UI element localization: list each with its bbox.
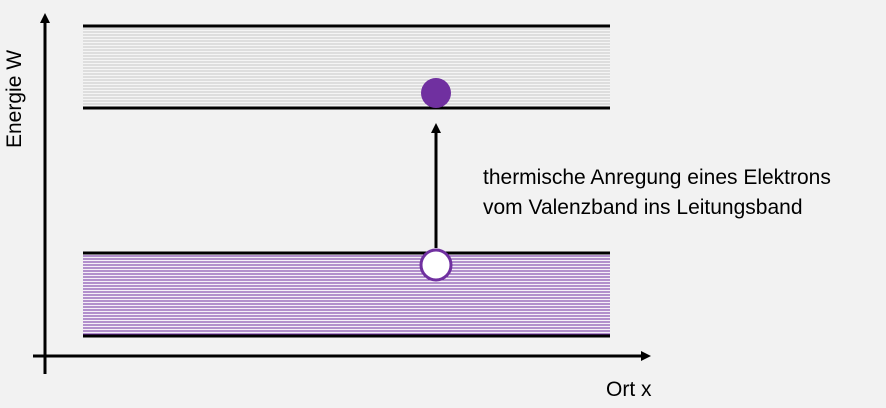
annotation-line-1: thermische Anregung eines Elektrons — [483, 166, 831, 189]
transition-annotation: thermische Anregung eines Elektrons vom … — [483, 163, 831, 223]
y-axis-label: Energie W — [3, 49, 26, 148]
hole-icon — [419, 248, 453, 282]
conduction-band — [83, 24, 610, 110]
electron-icon — [421, 78, 451, 108]
conduction-band-fill — [83, 26, 610, 108]
annotation-line-2: vom Valenzband ins Leitungsband — [483, 196, 803, 219]
conduction-band-hatching — [83, 28, 610, 105]
valence-band-hatching — [83, 255, 610, 335]
x-axis-label: Ort x — [606, 378, 652, 401]
valence-band — [83, 251, 610, 338]
